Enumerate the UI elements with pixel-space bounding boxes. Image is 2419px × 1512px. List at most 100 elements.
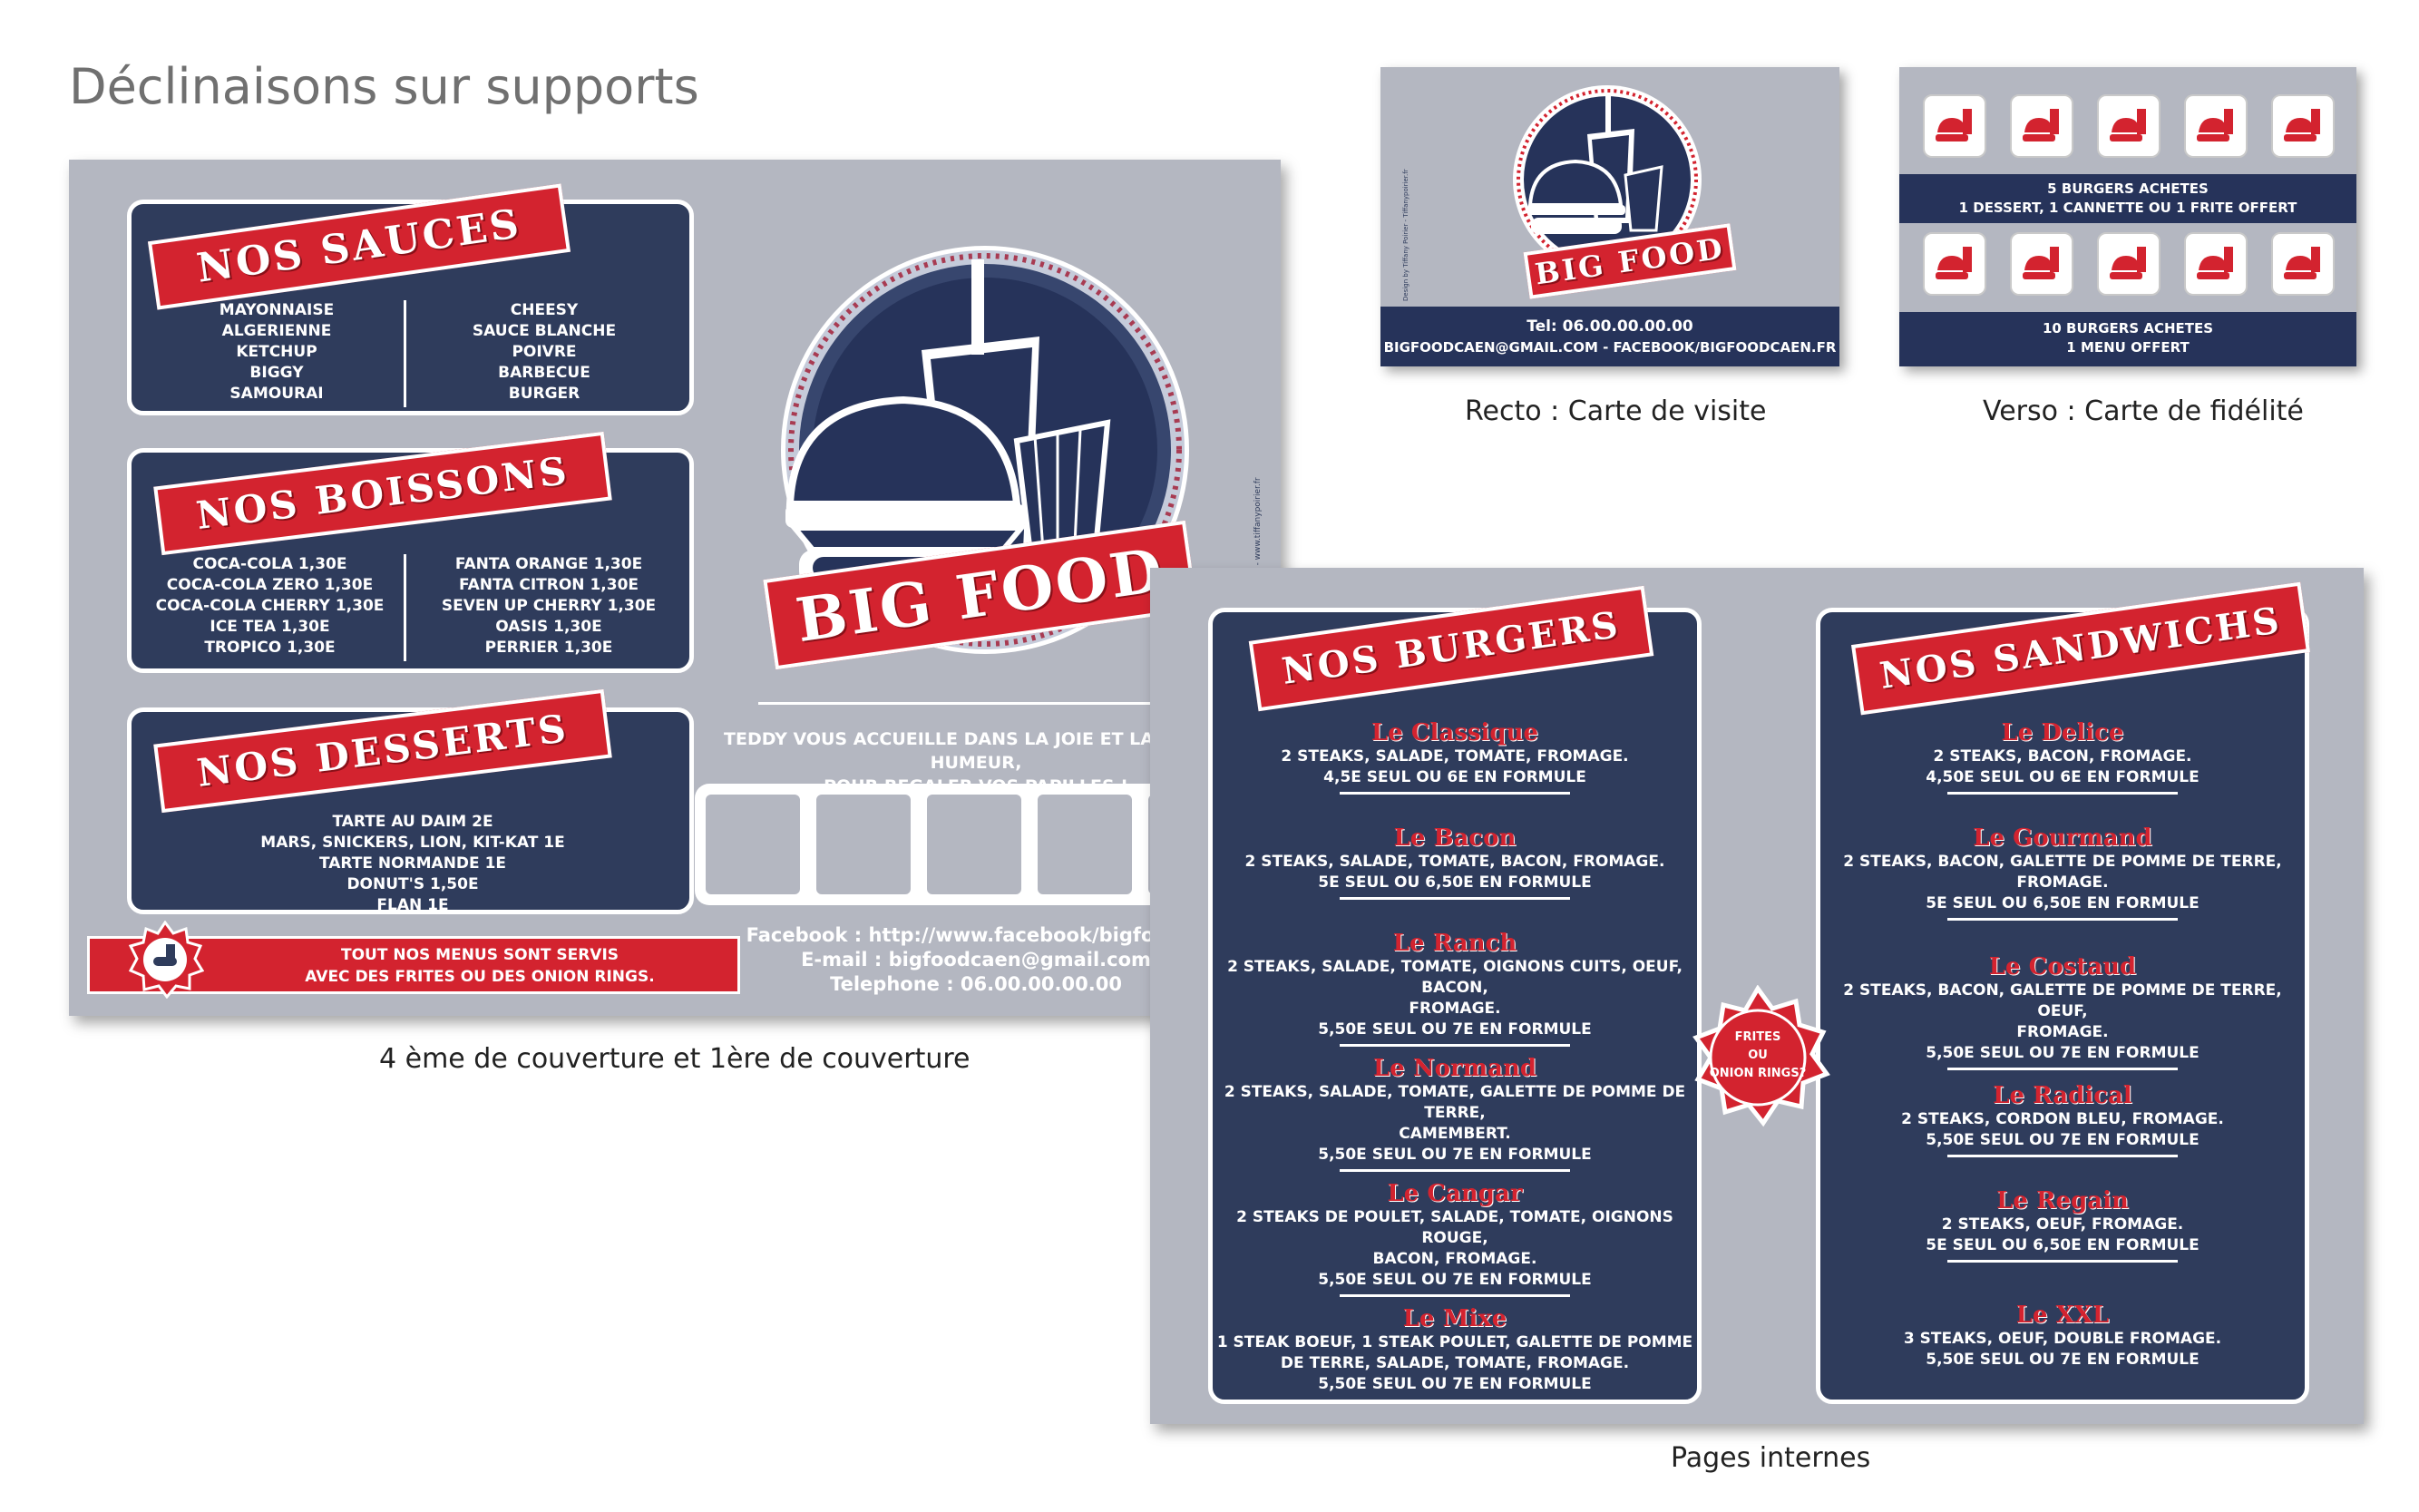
sandwich-item: Le Regain 2 steaks, oeuf, fromage. 5e se… bbox=[1820, 1187, 2305, 1263]
burger-stamp-icon bbox=[2010, 94, 2073, 158]
offer1-line: 1 Dessert, 1 cannette ou 1 frite offert bbox=[1958, 200, 2297, 216]
contact-phone: Telephone : 06.00.00.00.00 bbox=[830, 973, 1122, 995]
column-divider bbox=[404, 300, 406, 407]
sandwich-item: Le Radical 2 steaks, cordon bleu, fromag… bbox=[1820, 1082, 2305, 1157]
burger-name: Le Classique bbox=[1370, 719, 1539, 746]
drink-item: Perrier 1,30e bbox=[484, 639, 613, 657]
burger-item: Le Cangar 2 steaks de poulet, salade, to… bbox=[1213, 1180, 1697, 1297]
loyalty-card: 5 Burgers achetes 1 Dessert, 1 cannette … bbox=[1899, 67, 2356, 366]
stamp-slot bbox=[923, 791, 1025, 898]
card-email-line: bigfoodcaen@gmail.com - facebook/bigfood… bbox=[1383, 339, 1837, 356]
badge-text: ou bbox=[1748, 1049, 1768, 1062]
drink-item: Fanta Orange 1,30e bbox=[454, 555, 643, 573]
footer-note-strip: Tout nos menus sont servis avec des frit… bbox=[87, 920, 740, 1000]
burger-name: Le Bacon bbox=[1393, 824, 1517, 852]
offer1-strip: 5 Burgers achetes 1 Dessert, 1 cannette … bbox=[1899, 174, 2356, 223]
sandwich-name: Le XXL bbox=[2015, 1302, 2110, 1329]
burger-name: Le Cangar bbox=[1387, 1180, 1523, 1207]
drink-item: Coca-Cola 1,30e bbox=[192, 555, 347, 573]
burger-name: Le Normand bbox=[1372, 1055, 1537, 1082]
drink-item: Ice tea 1,30e bbox=[210, 618, 330, 636]
business-card: BIG FOOD Design by Tiffany Poirier - Tif… bbox=[1380, 67, 1839, 366]
dessert-item: Donut's 1,50e bbox=[346, 875, 479, 893]
dessert-item: Tarte au daim 2e bbox=[332, 813, 493, 831]
sandwich-name: Le Radical bbox=[1993, 1082, 2132, 1109]
drink-item: Seven up Cherry 1,30e bbox=[441, 597, 657, 615]
drink-item: Tropico 1,30e bbox=[204, 639, 336, 657]
sandwich-name: Le Costaud bbox=[1988, 953, 2137, 980]
sauce-item: Cheesy bbox=[510, 301, 579, 319]
footer-note: avec des frites ou des onion rings. bbox=[305, 968, 655, 986]
cover-divider bbox=[758, 702, 1212, 705]
burger-stamp-icon bbox=[2271, 232, 2335, 296]
offer2-strip: 10 Burgers achetes 1 menu offert bbox=[1899, 312, 2356, 366]
card-credit: Design by Tiffany Poirier - Tiffanypoiri… bbox=[1402, 169, 1409, 301]
card-contact-strip: Tel: 06.00.00.00.00 bigfoodcaen@gmail.co… bbox=[1380, 307, 1839, 366]
burger-stamp-icon bbox=[1923, 94, 1986, 158]
badge-text: Onion Rings? bbox=[1709, 1067, 1807, 1080]
burger-name: Le Ranch bbox=[1392, 930, 1517, 957]
dessert-item: Flan 1e bbox=[376, 896, 449, 914]
burger-item: Le Normand 2 steaks, salade, tomate, gal… bbox=[1213, 1055, 1697, 1172]
sandwich-item: Le Gourmand 2 steaks, bacon, galette de … bbox=[1820, 824, 2305, 921]
stamp-row-bottom bbox=[1923, 232, 2340, 298]
caption-inner: Pages internes bbox=[1671, 1442, 1871, 1474]
sauce-item: Burger bbox=[508, 385, 580, 403]
stamp-slot bbox=[702, 791, 804, 898]
sandwichs-box: Le Delice 2 steaks, bacon, fromage. 4,50… bbox=[1816, 608, 2309, 1404]
footer-logo-icon bbox=[126, 920, 205, 1000]
sauce-item: Sauce Blanche bbox=[472, 322, 617, 340]
caption-cover: 4 ème de couverture et 1ère de couvertur… bbox=[379, 1043, 971, 1075]
dessert-item: Tarte normande 1e bbox=[318, 854, 507, 873]
drink-item: Coca-Cola Zero 1,30e bbox=[166, 576, 374, 594]
sauce-item: Barbecue bbox=[498, 364, 590, 382]
burger-stamp-icon bbox=[2271, 94, 2335, 158]
sandwich-name: Le Delice bbox=[2001, 719, 2124, 746]
burger-stamp-icon bbox=[2097, 94, 2161, 158]
caption-verso: Verso : Carte de fidélité bbox=[1983, 395, 2304, 427]
stamp-row-top bbox=[1923, 94, 2340, 160]
sandwich-item: Le Costaud 2 steaks, Bacon, galette de p… bbox=[1820, 953, 2305, 1070]
welcome-text: Teddy vous accueille dans la joie et la … bbox=[724, 729, 1228, 773]
burger-item: Le Classique 2 steaks, salade, tomate, f… bbox=[1213, 719, 1697, 795]
burger-stamp-icon bbox=[2010, 232, 2073, 296]
burgers-box: Le Classique 2 steaks, salade, tomate, f… bbox=[1208, 608, 1702, 1404]
sauce-item: Samourai bbox=[229, 385, 324, 403]
burger-item: Le Mixe 1 steak boeuf, 1 steak poulet, g… bbox=[1213, 1305, 1697, 1395]
footer-note: Tout nos menus sont servis bbox=[340, 946, 619, 964]
sauce-item: Biggy bbox=[249, 364, 304, 382]
sandwich-item: Le Delice 2 steaks, bacon, fromage. 4,50… bbox=[1820, 719, 2305, 795]
page-title: Déclinaisons sur supports bbox=[69, 58, 699, 115]
sauce-item: Mayonnaise bbox=[219, 301, 335, 319]
badge-text: Frites bbox=[1734, 1030, 1781, 1044]
sauce-item: Poivre bbox=[512, 343, 577, 361]
contact-facebook: Facebook : http://www.facebook/bigfood.f… bbox=[746, 924, 1206, 946]
drink-item: Oasis 1,30e bbox=[495, 618, 602, 636]
stamp-slot bbox=[1034, 791, 1136, 898]
burger-name: Le Mixe bbox=[1402, 1305, 1507, 1332]
sandwich-name: Le Regain bbox=[1996, 1187, 2129, 1214]
sandwich-item: Le XXL 3 steaks, oeuf, double fromage. 5… bbox=[1820, 1302, 2305, 1371]
drink-item: Fanta Citron 1,30e bbox=[458, 576, 639, 594]
card-tel: Tel: 06.00.00.00.00 bbox=[1527, 317, 1693, 336]
sauce-item: Algerienne bbox=[221, 322, 332, 340]
card-logo bbox=[1480, 80, 1734, 288]
cover-spread: Mayonnaise Algerienne Ketchup Biggy Samo… bbox=[69, 160, 1281, 1016]
caption-recto: Recto : Carte de visite bbox=[1465, 395, 1767, 427]
burger-item: Le Ranch 2 steaks, salade, tomate, oigno… bbox=[1213, 930, 1697, 1047]
contact-email: E-mail : bigfoodcaen@gmail.com bbox=[801, 949, 1151, 971]
dessert-item: Mars, Snickers, Lion, Kit-Kat 1e bbox=[260, 834, 565, 852]
burger-item: Le Bacon 2 steaks, salade, tomate, bacon… bbox=[1213, 824, 1697, 900]
offer2-line: 10 Burgers achetes bbox=[2042, 320, 2214, 337]
burger-stamp-icon bbox=[1923, 232, 1986, 296]
stamp-slot bbox=[813, 791, 914, 898]
burger-stamp-icon bbox=[2184, 94, 2248, 158]
inner-spread: Le Classique 2 steaks, salade, tomate, f… bbox=[1150, 568, 2364, 1424]
column-divider bbox=[404, 554, 406, 661]
sandwich-name: Le Gourmand bbox=[1973, 824, 2152, 852]
fries-badge: Frites ou Onion Rings? bbox=[1685, 984, 1830, 1130]
drink-item: Coca-Cola Cherry 1,30e bbox=[155, 597, 385, 615]
burger-stamp-icon bbox=[2097, 232, 2161, 296]
burger-stamp-icon bbox=[2184, 232, 2248, 296]
offer2-line: 1 menu offert bbox=[2066, 339, 2190, 356]
